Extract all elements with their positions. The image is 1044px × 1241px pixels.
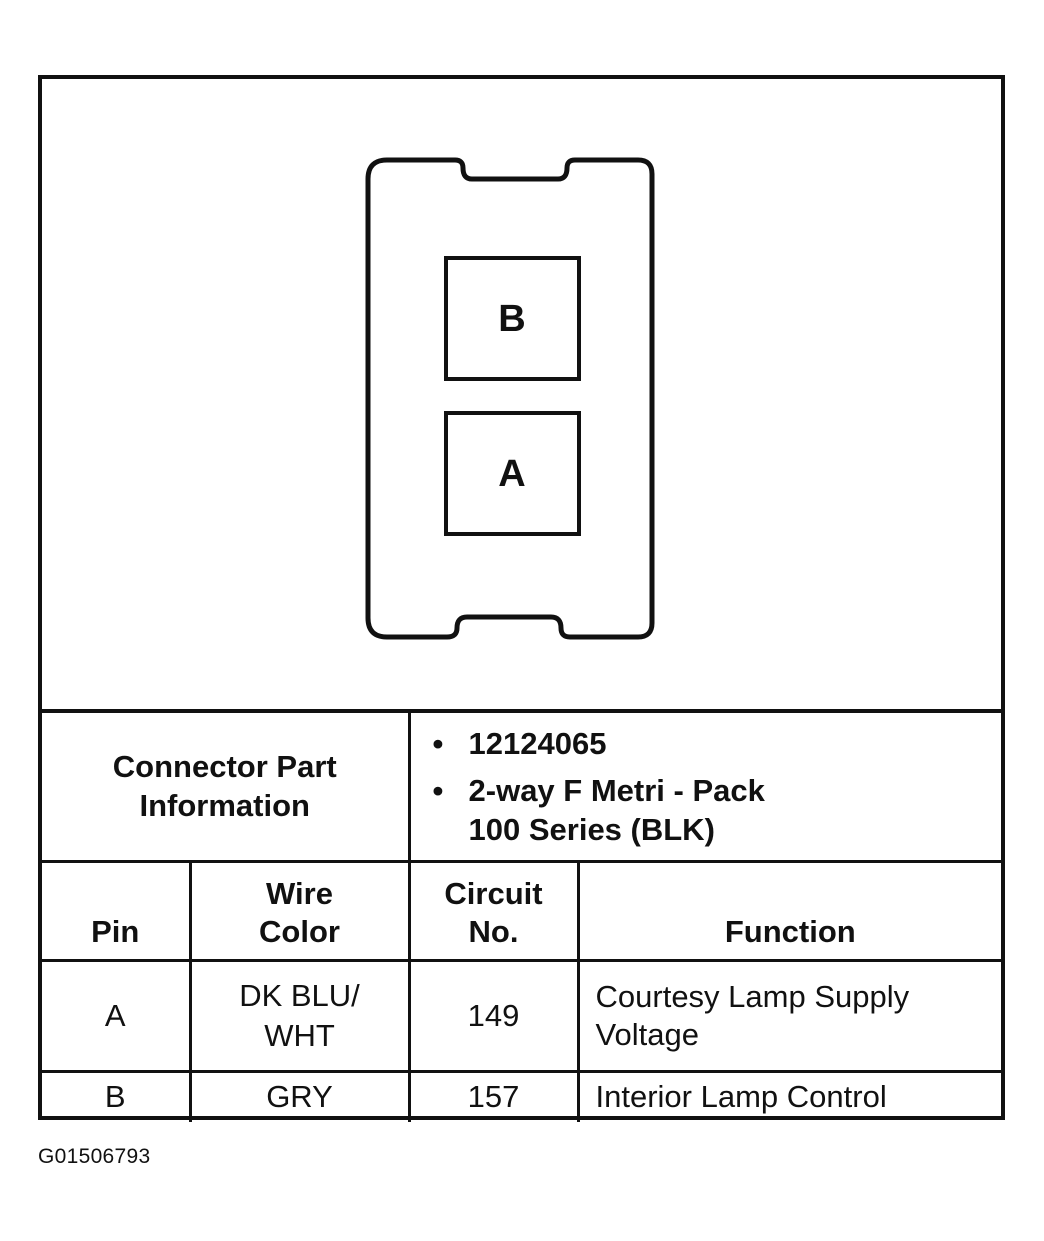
connector-housing-outline	[365, 157, 655, 640]
connector-info-table: Connector Part Information 12124065 2-wa…	[42, 709, 1002, 1122]
function-cell: Courtesy Lamp Supply Voltage	[576, 958, 1002, 1073]
wire-color-cell: GRY	[188, 1069, 411, 1122]
part-info-label-cell: Connector Part Information	[42, 709, 411, 863]
part-info-row: Connector Part Information 12124065 2-wa…	[42, 709, 1002, 863]
pin-cell: A	[42, 958, 192, 1073]
part-info-list: 12124065 2-way F Metri - Pack 100 Series…	[411, 716, 1002, 857]
function-header: Function	[576, 859, 1002, 962]
wire-color-header: Wire Color	[188, 859, 411, 962]
cavity-a-label: A	[498, 453, 525, 495]
table-row: B GRY 157 Interior Lamp Control	[42, 1069, 1002, 1122]
table-row: A DK BLU/ WHT 149 Courtesy Lamp Supply V…	[42, 958, 1002, 1073]
connector-description: 2-way F Metri - Pack 100 Series (BLK)	[433, 771, 1002, 849]
pin-header: Pin	[42, 859, 192, 962]
cavity-a-box	[444, 411, 581, 536]
part-number: 12124065	[433, 724, 1002, 763]
pin-cell: B	[42, 1069, 192, 1122]
circuit-number-header: Circuit No.	[407, 859, 580, 962]
connector-pinout-panel: B A Connector Part Information 12124065 …	[38, 75, 1005, 1122]
figure-id: G01506793	[38, 1145, 151, 1168]
column-header-row: Pin Wire Color Circuit No. Function	[42, 859, 1002, 962]
function-cell: Interior Lamp Control	[576, 1069, 1002, 1122]
wire-color-cell: DK BLU/ WHT	[188, 958, 411, 1073]
part-info-details-cell: 12124065 2-way F Metri - Pack 100 Series…	[407, 709, 1002, 863]
circuit-cell: 149	[407, 958, 580, 1073]
cavity-b-box	[444, 256, 581, 381]
cavity-b-label: B	[498, 298, 525, 340]
part-info-label: Connector Part Information	[112, 749, 337, 824]
connector-face-diagram: B A	[42, 79, 1001, 709]
circuit-cell: 157	[407, 1069, 580, 1122]
